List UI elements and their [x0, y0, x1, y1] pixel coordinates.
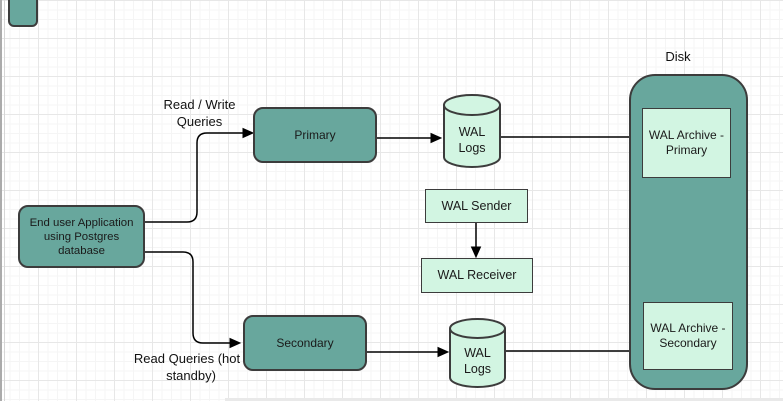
arrow-wal-logs-to-archive-secondary[interactable] — [506, 345, 644, 357]
wal-sender-label: WAL Sender — [441, 198, 512, 213]
canvas-left-edge-inner — [4, 0, 5, 401]
wal-archive-primary-label: WAL Archive - Primary — [648, 128, 725, 157]
primary-label: Primary — [294, 127, 336, 142]
canvas-left-edge — [0, 0, 2, 401]
node-wal-sender[interactable]: WAL Sender — [425, 189, 528, 223]
wal-receiver-label: WAL Receiver — [437, 268, 517, 282]
cylinder-wal-logs-secondary[interactable]: WAL Logs — [449, 318, 506, 388]
arrow-secondary-to-wal-logs[interactable] — [367, 346, 450, 358]
node-wal-archive-secondary[interactable]: WAL Archive - Secondary — [643, 302, 733, 370]
database-cylinder-icon — [443, 94, 501, 168]
label-read-write-queries: Read / Write Queries — [163, 97, 236, 129]
node-wal-receiver[interactable]: WAL Receiver — [421, 258, 533, 293]
node-end-user-application[interactable]: End user Application using Postgres data… — [18, 205, 145, 268]
database-cylinder-icon — [449, 318, 506, 388]
label-read-queries-hot-standby: Read Queries (hot - standby) — [133, 351, 249, 383]
canvas-corner-shape[interactable] — [8, 0, 38, 27]
node-wal-archive-primary[interactable]: WAL Archive - Primary — [642, 108, 731, 178]
cylinder-wal-logs-primary[interactable]: WAL Logs — [443, 94, 501, 168]
node-primary[interactable]: Primary — [253, 107, 377, 163]
arrow-sender-to-receiver[interactable] — [470, 223, 482, 259]
end-user-application-label: End user Application using Postgres data… — [29, 216, 134, 257]
wal-archive-secondary-label: WAL Archive - Secondary — [650, 321, 726, 350]
canvas-bottom-edge — [225, 398, 783, 401]
node-secondary[interactable]: Secondary — [243, 315, 367, 371]
wal-logs-primary-label: WAL Logs — [458, 125, 486, 155]
arrow-wal-logs-to-archive-primary[interactable] — [501, 131, 643, 143]
secondary-label: Secondary — [276, 335, 334, 350]
wal-logs-secondary-label: WAL Logs — [463, 346, 492, 376]
arrow-app-to-secondary[interactable] — [145, 251, 242, 349]
arrow-app-to-primary[interactable] — [145, 127, 255, 223]
label-disk: Disk — [665, 49, 691, 64]
arrow-primary-to-wal-logs[interactable] — [377, 132, 443, 144]
